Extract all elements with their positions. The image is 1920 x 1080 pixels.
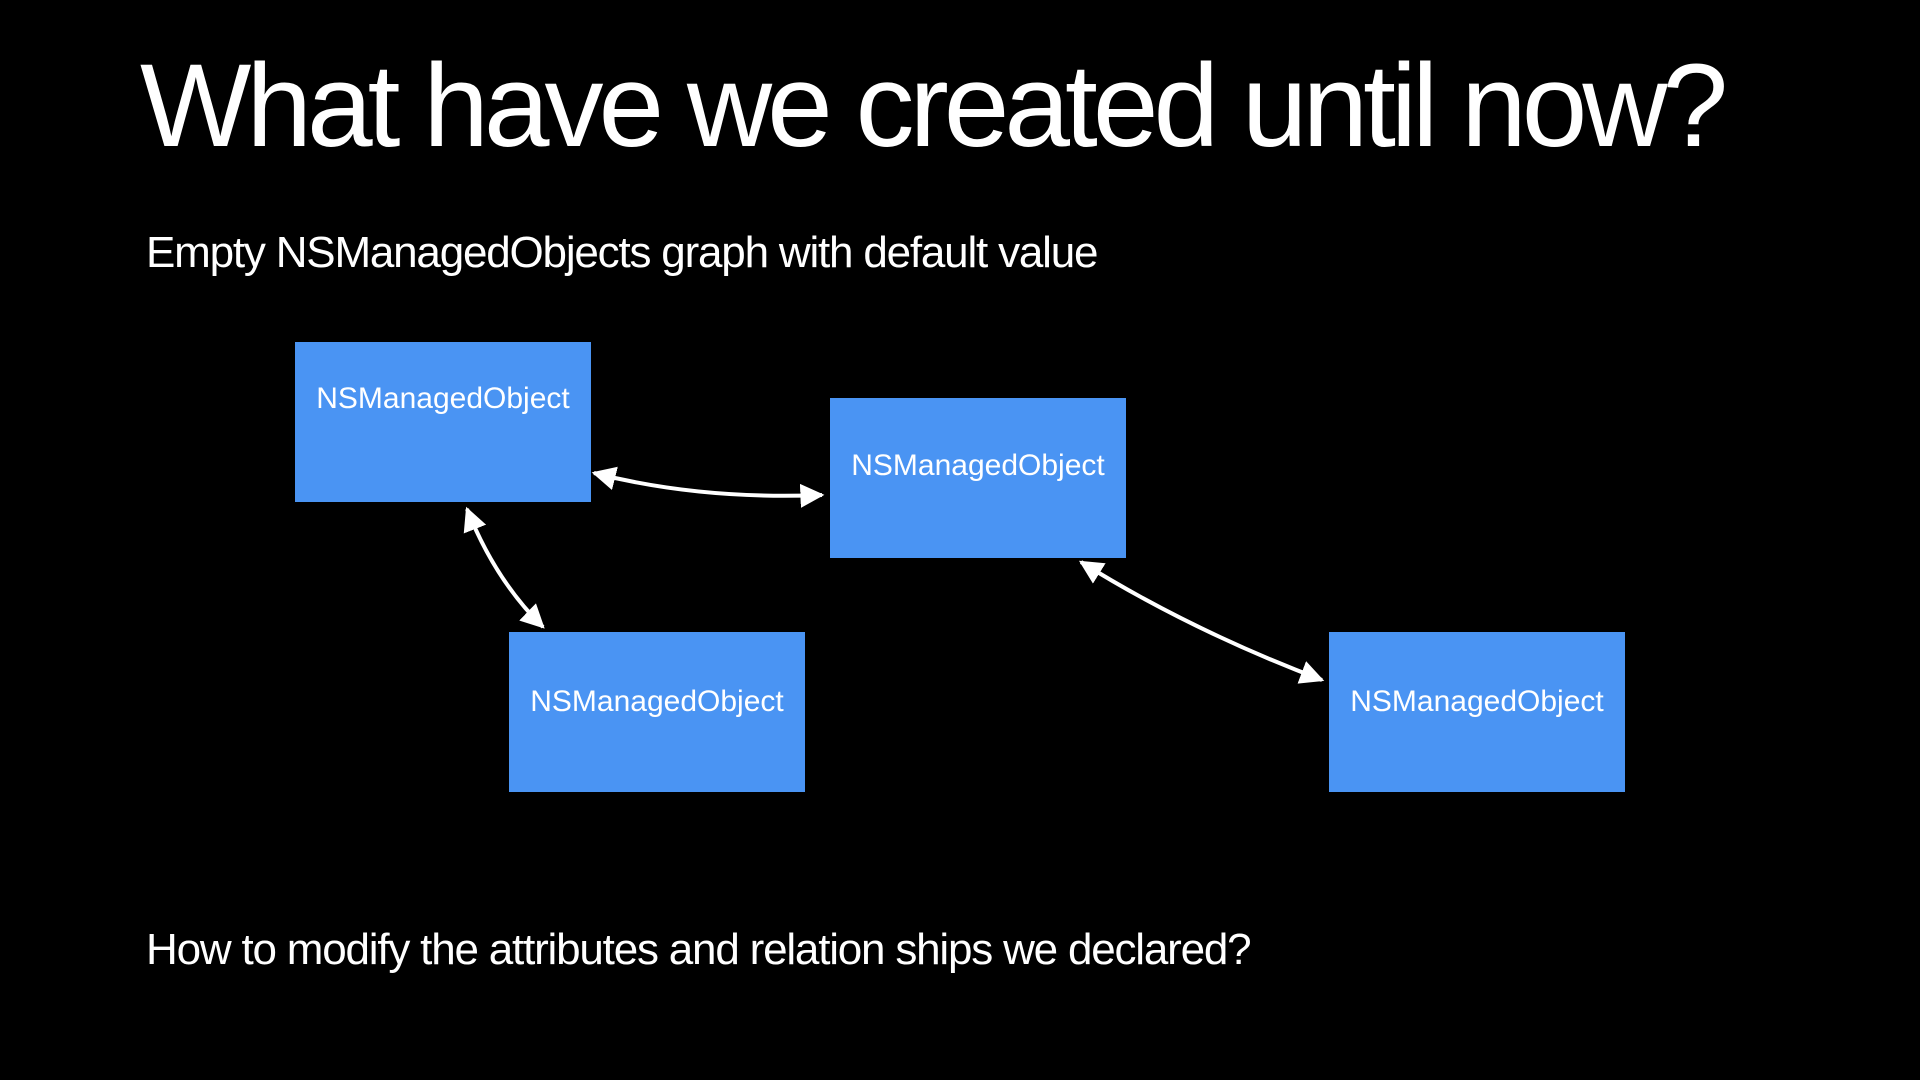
arrow-a-b [591,466,825,508]
arrow-a-c [463,506,545,629]
slide-question: How to modify the attributes and relatio… [146,925,1252,974]
managed-object-node-c: NSManagedObject [509,632,805,792]
slide-subtitle: Empty NSManagedObjects graph with defaul… [146,228,1098,277]
managed-object-node-a: NSManagedObject [295,342,591,502]
node-label: NSManagedObject [851,449,1105,482]
node-label: NSManagedObject [530,685,784,718]
slide-title: What have we created until now? [140,40,1728,172]
managed-object-node-b: NSManagedObject [830,398,1126,558]
managed-object-node-d: NSManagedObject [1329,632,1625,792]
arrow-b-d [1078,560,1325,684]
node-label: NSManagedObject [316,382,570,415]
node-label: NSManagedObject [1350,685,1604,718]
